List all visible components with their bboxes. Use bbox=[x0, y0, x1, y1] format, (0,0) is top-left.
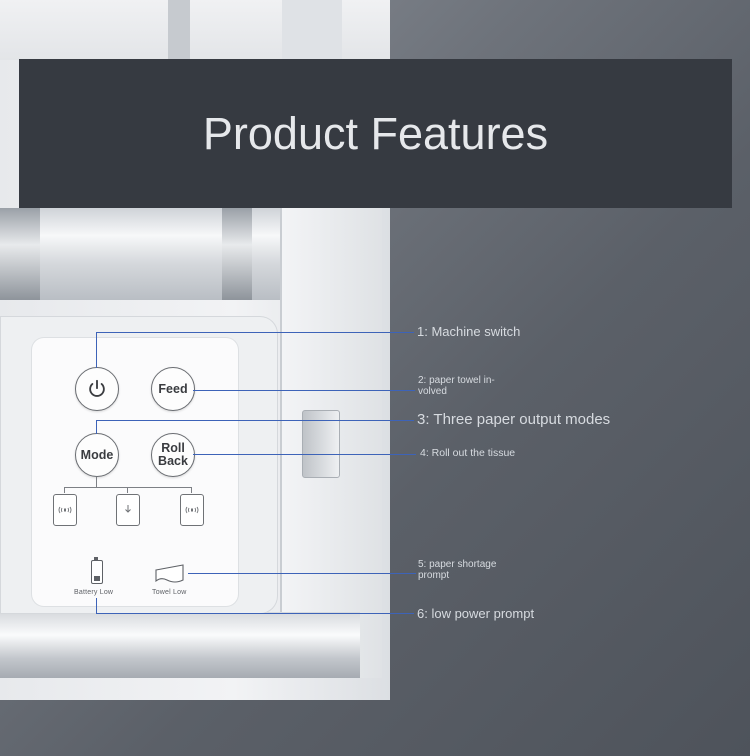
control-panel bbox=[32, 338, 238, 606]
annotation-output-modes: 3: Three paper output modes bbox=[417, 411, 611, 428]
top-roller-end bbox=[222, 208, 252, 300]
annotation-leader bbox=[96, 420, 414, 421]
sensor-icon bbox=[180, 494, 204, 526]
roll-back-button[interactable]: Roll Back bbox=[151, 433, 195, 477]
battery-low-label: Battery Low bbox=[74, 589, 114, 596]
annotation-machine-switch: 1: Machine switch bbox=[417, 324, 521, 339]
towel-low-label: Towel Low bbox=[152, 589, 187, 596]
annotation-paper-towel: 2: paper towel in- volved bbox=[418, 375, 495, 397]
top-roller-end bbox=[0, 208, 40, 300]
mode-button-label: Mode bbox=[80, 447, 114, 462]
battery-icon bbox=[91, 557, 103, 584]
dispenser-top-slot bbox=[0, 0, 390, 60]
page-title: Product Features bbox=[202, 107, 549, 159]
annotation-leader bbox=[193, 390, 415, 391]
header-banner: Product Features bbox=[19, 59, 732, 208]
top-roller bbox=[0, 208, 300, 300]
annotation-leader bbox=[96, 598, 97, 613]
feed-button[interactable]: Feed bbox=[151, 367, 195, 411]
annotation-low-power: 6: low power prompt bbox=[417, 606, 535, 621]
mode-tree-line bbox=[191, 487, 192, 493]
power-icon bbox=[89, 379, 105, 397]
mode-tree-line bbox=[64, 487, 192, 488]
sensor-icon bbox=[53, 494, 77, 526]
annotation-leader bbox=[96, 332, 414, 333]
annotation-leader bbox=[193, 454, 416, 455]
tissue-pull-icon bbox=[116, 494, 140, 526]
annotation-paper-shortage: 5: paper shortage prompt bbox=[418, 559, 497, 581]
annotation-leader bbox=[188, 573, 416, 574]
bottom-roller bbox=[0, 612, 360, 678]
power-button[interactable] bbox=[75, 367, 119, 411]
mode-button[interactable]: Mode bbox=[75, 433, 119, 477]
annotation-roll-out: 4: Roll out the tissue bbox=[420, 447, 516, 459]
mode-tree-line bbox=[96, 477, 97, 487]
mode-tree-line bbox=[127, 487, 128, 493]
roll-back-button-label: Roll Back bbox=[158, 441, 188, 468]
feed-button-label: Feed bbox=[158, 381, 188, 396]
annotation-leader bbox=[96, 332, 97, 368]
side-latch bbox=[302, 410, 340, 478]
annotation-leader bbox=[96, 420, 97, 434]
annotation-leader bbox=[96, 613, 414, 614]
towel-icon bbox=[153, 562, 189, 589]
mode-tree-line bbox=[64, 487, 65, 493]
